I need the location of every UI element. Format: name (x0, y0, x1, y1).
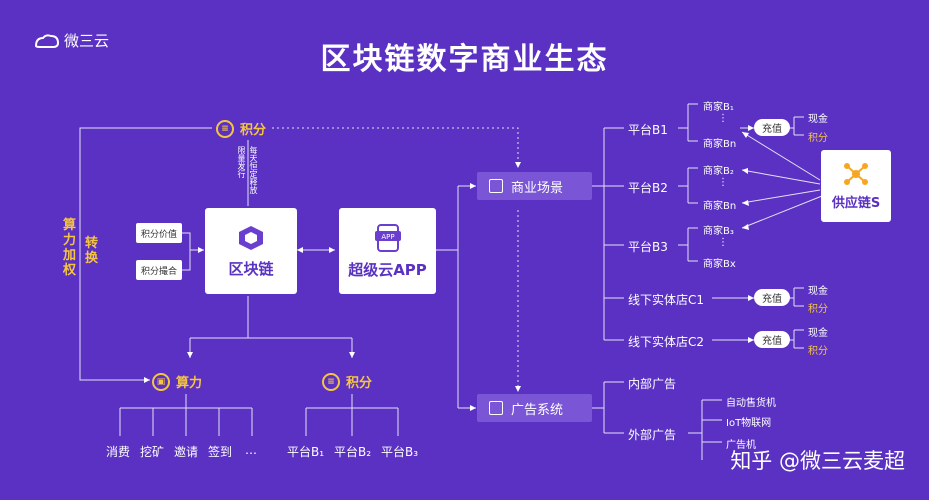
business-scene-box: 商业场景 (477, 172, 592, 200)
merchant-label: 商家B₁ (703, 102, 734, 113)
points-value-pill: 积分价值 (136, 223, 182, 243)
points-bottom-label: 积分 (346, 376, 373, 391)
charge-badge: 充值 (754, 119, 790, 136)
coin-stack-icon: ≡ (322, 372, 340, 391)
page-title: 区块链数字商业生态 (320, 42, 609, 77)
network-nodes-icon (844, 162, 868, 185)
merchant-label: 商家B₂ (703, 166, 734, 177)
points-platform: 平台B₂ (334, 445, 372, 459)
coin-stack-icon: ≡ (216, 119, 234, 138)
platform-label: 平台B2 (628, 181, 668, 195)
brand-logo: 微三云 (34, 30, 109, 51)
app-badge-text: APP (381, 233, 394, 241)
watermark: 知乎 @微三云麦超 (730, 449, 905, 473)
side-label-convert: 转换 (84, 236, 98, 266)
hashpower-node: ▣ 算力 (152, 372, 202, 391)
merchant-label: 商家Bx (703, 259, 736, 270)
copy-icon (489, 179, 503, 193)
supply-chain-box: 供应链S (821, 150, 891, 222)
app-box: APP 超级云APP (339, 208, 436, 294)
cash-label: 现金 (808, 286, 828, 297)
hashpower-item: 签到 (208, 445, 233, 459)
ext-ad-item: 广告机 (726, 440, 756, 451)
points-top-label: 积分 (240, 123, 267, 138)
points-small-label: 积分 (808, 133, 828, 144)
platform-label: 平台B1 (628, 123, 668, 137)
points-small-label: 积分 (808, 304, 828, 315)
business-scene-label: 商业场景 (511, 180, 564, 196)
platform-label: 平台B3 (628, 240, 668, 254)
cloud-logo-icon (34, 33, 60, 48)
logo-text: 微三云 (64, 32, 110, 50)
hashpower-item: … (245, 443, 257, 457)
internal-ad-label: 内部广告 (628, 377, 677, 391)
merchant-label: 商家B₃ (703, 226, 734, 237)
blockchain-cube-icon (239, 225, 263, 250)
ad-system-label: 广告系统 (511, 402, 564, 418)
points-match-pill: 积分撮合 (136, 260, 182, 280)
store-label: 线下实体店C1 (628, 293, 705, 307)
chip-icon: ▣ (152, 372, 170, 391)
phone-app-icon: APP (374, 223, 401, 252)
points-platform: 平台B₁ (287, 445, 325, 459)
points-bottom-node: ≡ 积分 (322, 372, 372, 391)
gear-icon (489, 401, 503, 415)
hashpower-item: 挖矿 (140, 445, 165, 459)
hashpower-item: 邀请 (174, 445, 199, 459)
side-label-weight: 算力加权 (62, 218, 76, 278)
ad-system-box: 广告系统 (477, 394, 592, 422)
limit-text: 限量发行 (237, 146, 246, 178)
ellipsis: ⋮ (718, 237, 728, 248)
charge-badge: 充值 (754, 331, 790, 348)
external-ad-label: 外部广告 (628, 428, 677, 442)
hashpower-item: 消费 (106, 445, 131, 459)
ext-ad-item: IoT物联网 (726, 418, 772, 429)
cash-label: 现金 (808, 114, 828, 125)
charge-badge: 充值 (754, 289, 790, 306)
supply-chain-label: 供应链S (831, 195, 881, 211)
ext-ad-item: 自动售货机 (726, 398, 776, 409)
hashpower-label: 算力 (176, 376, 203, 391)
cash-label: 现金 (808, 328, 828, 339)
points-platform: 平台B₃ (381, 445, 419, 459)
ellipsis: ⋮ (718, 113, 728, 124)
points-small-label: 积分 (808, 346, 828, 357)
blockchain-box: 区块链 (205, 208, 297, 294)
blockchain-label: 区块链 (228, 259, 274, 278)
points-top-node: ≡ 积分 (216, 119, 266, 138)
rule-text: 每天恒定释放 (249, 146, 258, 194)
ellipsis: ⋮ (718, 177, 728, 188)
merchant-label: 商家Bn (703, 139, 737, 150)
store-label: 线下实体店C2 (628, 335, 705, 349)
merchant-label: 商家Bn (703, 201, 737, 212)
app-label: 超级云APP (348, 260, 427, 279)
